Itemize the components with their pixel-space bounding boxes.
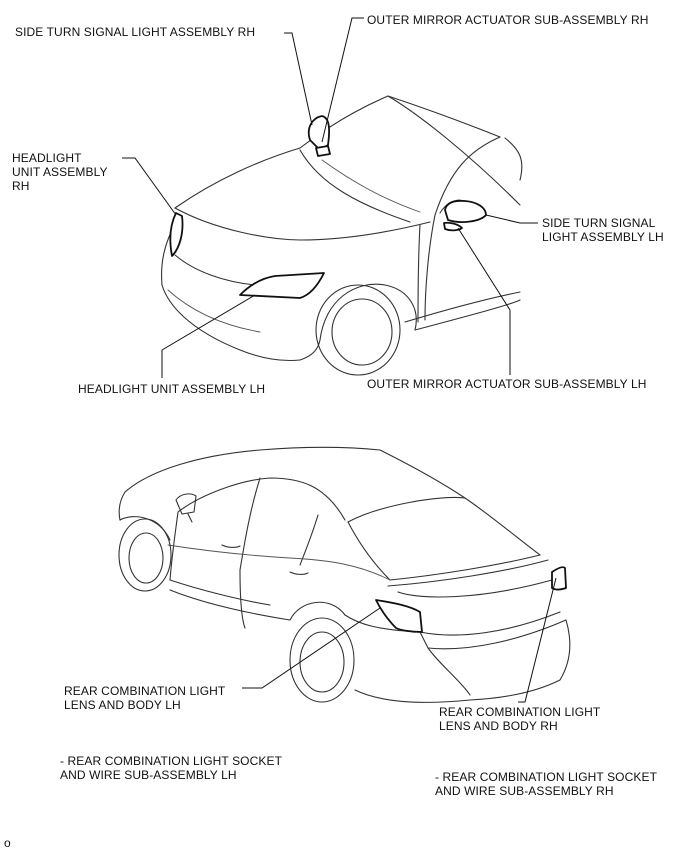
front-leader-lines: [122, 17, 538, 378]
rear-lens-body-rh-label: REAR COMBINATION LIGHT LENS AND BODY RH: [439, 705, 601, 733]
outer-mirror-actuator-lh-label: OUTER MIRROR ACTUATOR SUB-ASSEMBLY LH: [367, 377, 647, 391]
outer-mirror-actuator-rh-label: OUTER MIRROR ACTUATOR SUB-ASSEMBLY RH: [367, 13, 649, 27]
front-car-body: [161, 95, 523, 376]
rear-socket-wire-lh-label: - REAR COMBINATION LIGHT SOCKET AND WIRE…: [60, 754, 283, 782]
side-turn-signal-lh-label: SIDE TURN SIGNAL LIGHT ASSEMBLY LH: [542, 216, 664, 244]
rear-socket-wire-rh-label: - REAR COMBINATION LIGHT SOCKET AND WIRE…: [435, 770, 658, 798]
rear-leader-lines: [242, 577, 557, 703]
headlight-rh-label: HEADLIGHT UNIT ASSEMBLY RH: [12, 151, 108, 193]
front-car-parts: [169, 115, 487, 299]
side-turn-signal-rh-label: SIDE TURN SIGNAL LIGHT ASSEMBLY RH: [15, 25, 256, 39]
rear-car-body: [118, 446, 571, 703]
headlight-lh-label: HEADLIGHT UNIT ASSEMBLY LH: [78, 382, 266, 396]
figure-id: o: [4, 836, 11, 850]
rear-car-parts: [375, 566, 567, 633]
rear-lens-body-lh-label: REAR COMBINATION LIGHT LENS AND BODY LH: [64, 684, 226, 712]
